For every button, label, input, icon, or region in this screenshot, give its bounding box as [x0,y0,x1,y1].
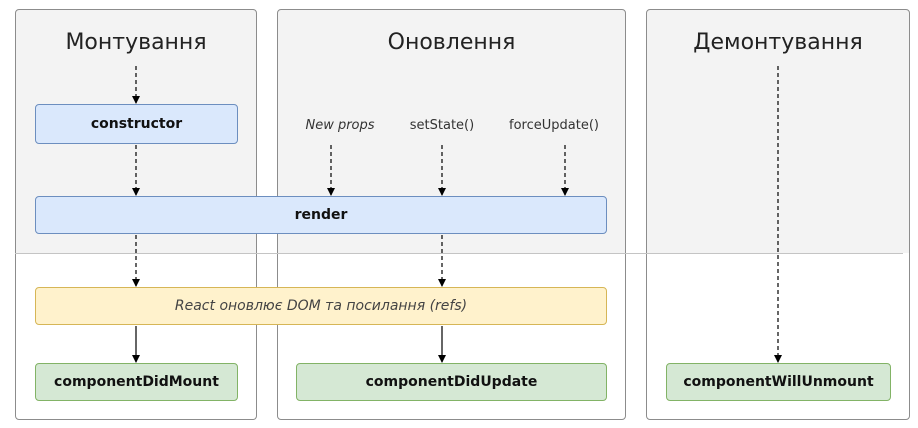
render-box: render [35,196,607,234]
unmounting-column: Демонтування [646,9,910,420]
mounting-title: Монтування [65,30,207,55]
updating-title: Оновлення [387,30,516,55]
component-did-mount-box: componentDidMount [35,363,238,401]
phase-divider [15,253,903,254]
react-updates-dom-box: React оновлює DOM та посилання (refs) [35,287,607,325]
trigger-new-props: New props [305,118,375,133]
constructor-box: constructor [35,104,238,144]
component-will-unmount-box: componentWillUnmount [666,363,891,401]
trigger-force-update: forceUpdate() [509,118,599,133]
unmounting-title: Демонтування [693,30,863,55]
trigger-set-state: setState() [409,118,475,133]
component-did-update-box: componentDidUpdate [296,363,607,401]
